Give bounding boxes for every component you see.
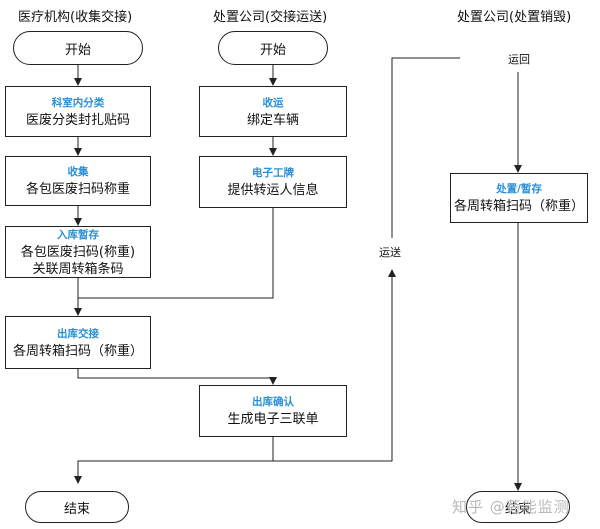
step-handover: 出库交接 各周转箱扫码（称重）	[5, 316, 151, 369]
edge-ticket-to-handover	[78, 208, 274, 299]
step-sort: 科室内分类 医废分类封扎贴码	[5, 86, 151, 137]
lane-title-transfer: 处置公司(交接运送)	[213, 10, 328, 25]
edge-confirm-to-ship	[273, 269, 396, 462]
step-confirm-title: 出库确认	[252, 396, 294, 408]
edge-label-ship: 运送	[379, 246, 401, 259]
step-handover-title: 出库交接	[57, 327, 99, 340]
step-process: 处置/暂存 各周转箱扫码（称重）	[450, 173, 588, 223]
step-sort-text: 医废分类封扎贴码	[25, 112, 130, 128]
step-store-text-2: 关联周转箱条码	[32, 261, 124, 277]
watermark: 知乎 @荷能监测	[452, 498, 570, 516]
edge-confirm-to-end	[74, 437, 274, 484]
step-ticket: 电子工牌 提供转运人信息	[199, 156, 347, 208]
step-process-text: 各周转箱扫码（称重）	[453, 199, 584, 214]
step-ticket-text: 提供转运人信息	[227, 183, 319, 198]
transfer-start-node: 开始	[218, 31, 328, 65]
edge-handover-to-confirm	[77, 369, 277, 385]
step-pickup: 收运 绑定车辆	[199, 86, 347, 137]
hospital-end-node: 结束	[25, 491, 129, 523]
disposal-end-node: 结束	[466, 491, 570, 523]
step-pickup-text: 绑定车辆	[246, 112, 299, 128]
step-collect-title: 收集	[67, 166, 89, 178]
lane-title-disposal: 处置公司(处置销毁)	[457, 10, 572, 25]
step-confirm: 出库确认 生成电子三联单	[199, 385, 347, 437]
step-confirm-text: 生成电子三联单	[227, 412, 319, 427]
edge-label-return: 运回	[508, 53, 530, 66]
lane-title-hospital: 医疗机构(收集交接)	[18, 10, 133, 25]
step-store: 入库暂存 各包医废扫码(称重) 关联周转箱条码	[5, 226, 151, 278]
step-collect-text: 各包医废扫码称重	[25, 182, 130, 197]
edge-ship-to-return	[391, 57, 460, 238]
step-store-text-1: 各包医废扫码(称重)	[20, 244, 136, 260]
step-process-title: 处置/暂存	[496, 183, 542, 195]
step-pickup-title: 收运	[262, 96, 284, 109]
step-sort-title: 科室内分类	[51, 96, 105, 109]
step-ticket-title: 电子工牌	[252, 167, 294, 179]
step-collect: 收集 各包医废扫码称重	[5, 156, 151, 206]
hospital-start-node: 开始	[13, 31, 143, 65]
step-handover-text: 各周转箱扫码（称重）	[12, 343, 143, 359]
step-store-title: 入库暂存	[57, 228, 99, 241]
